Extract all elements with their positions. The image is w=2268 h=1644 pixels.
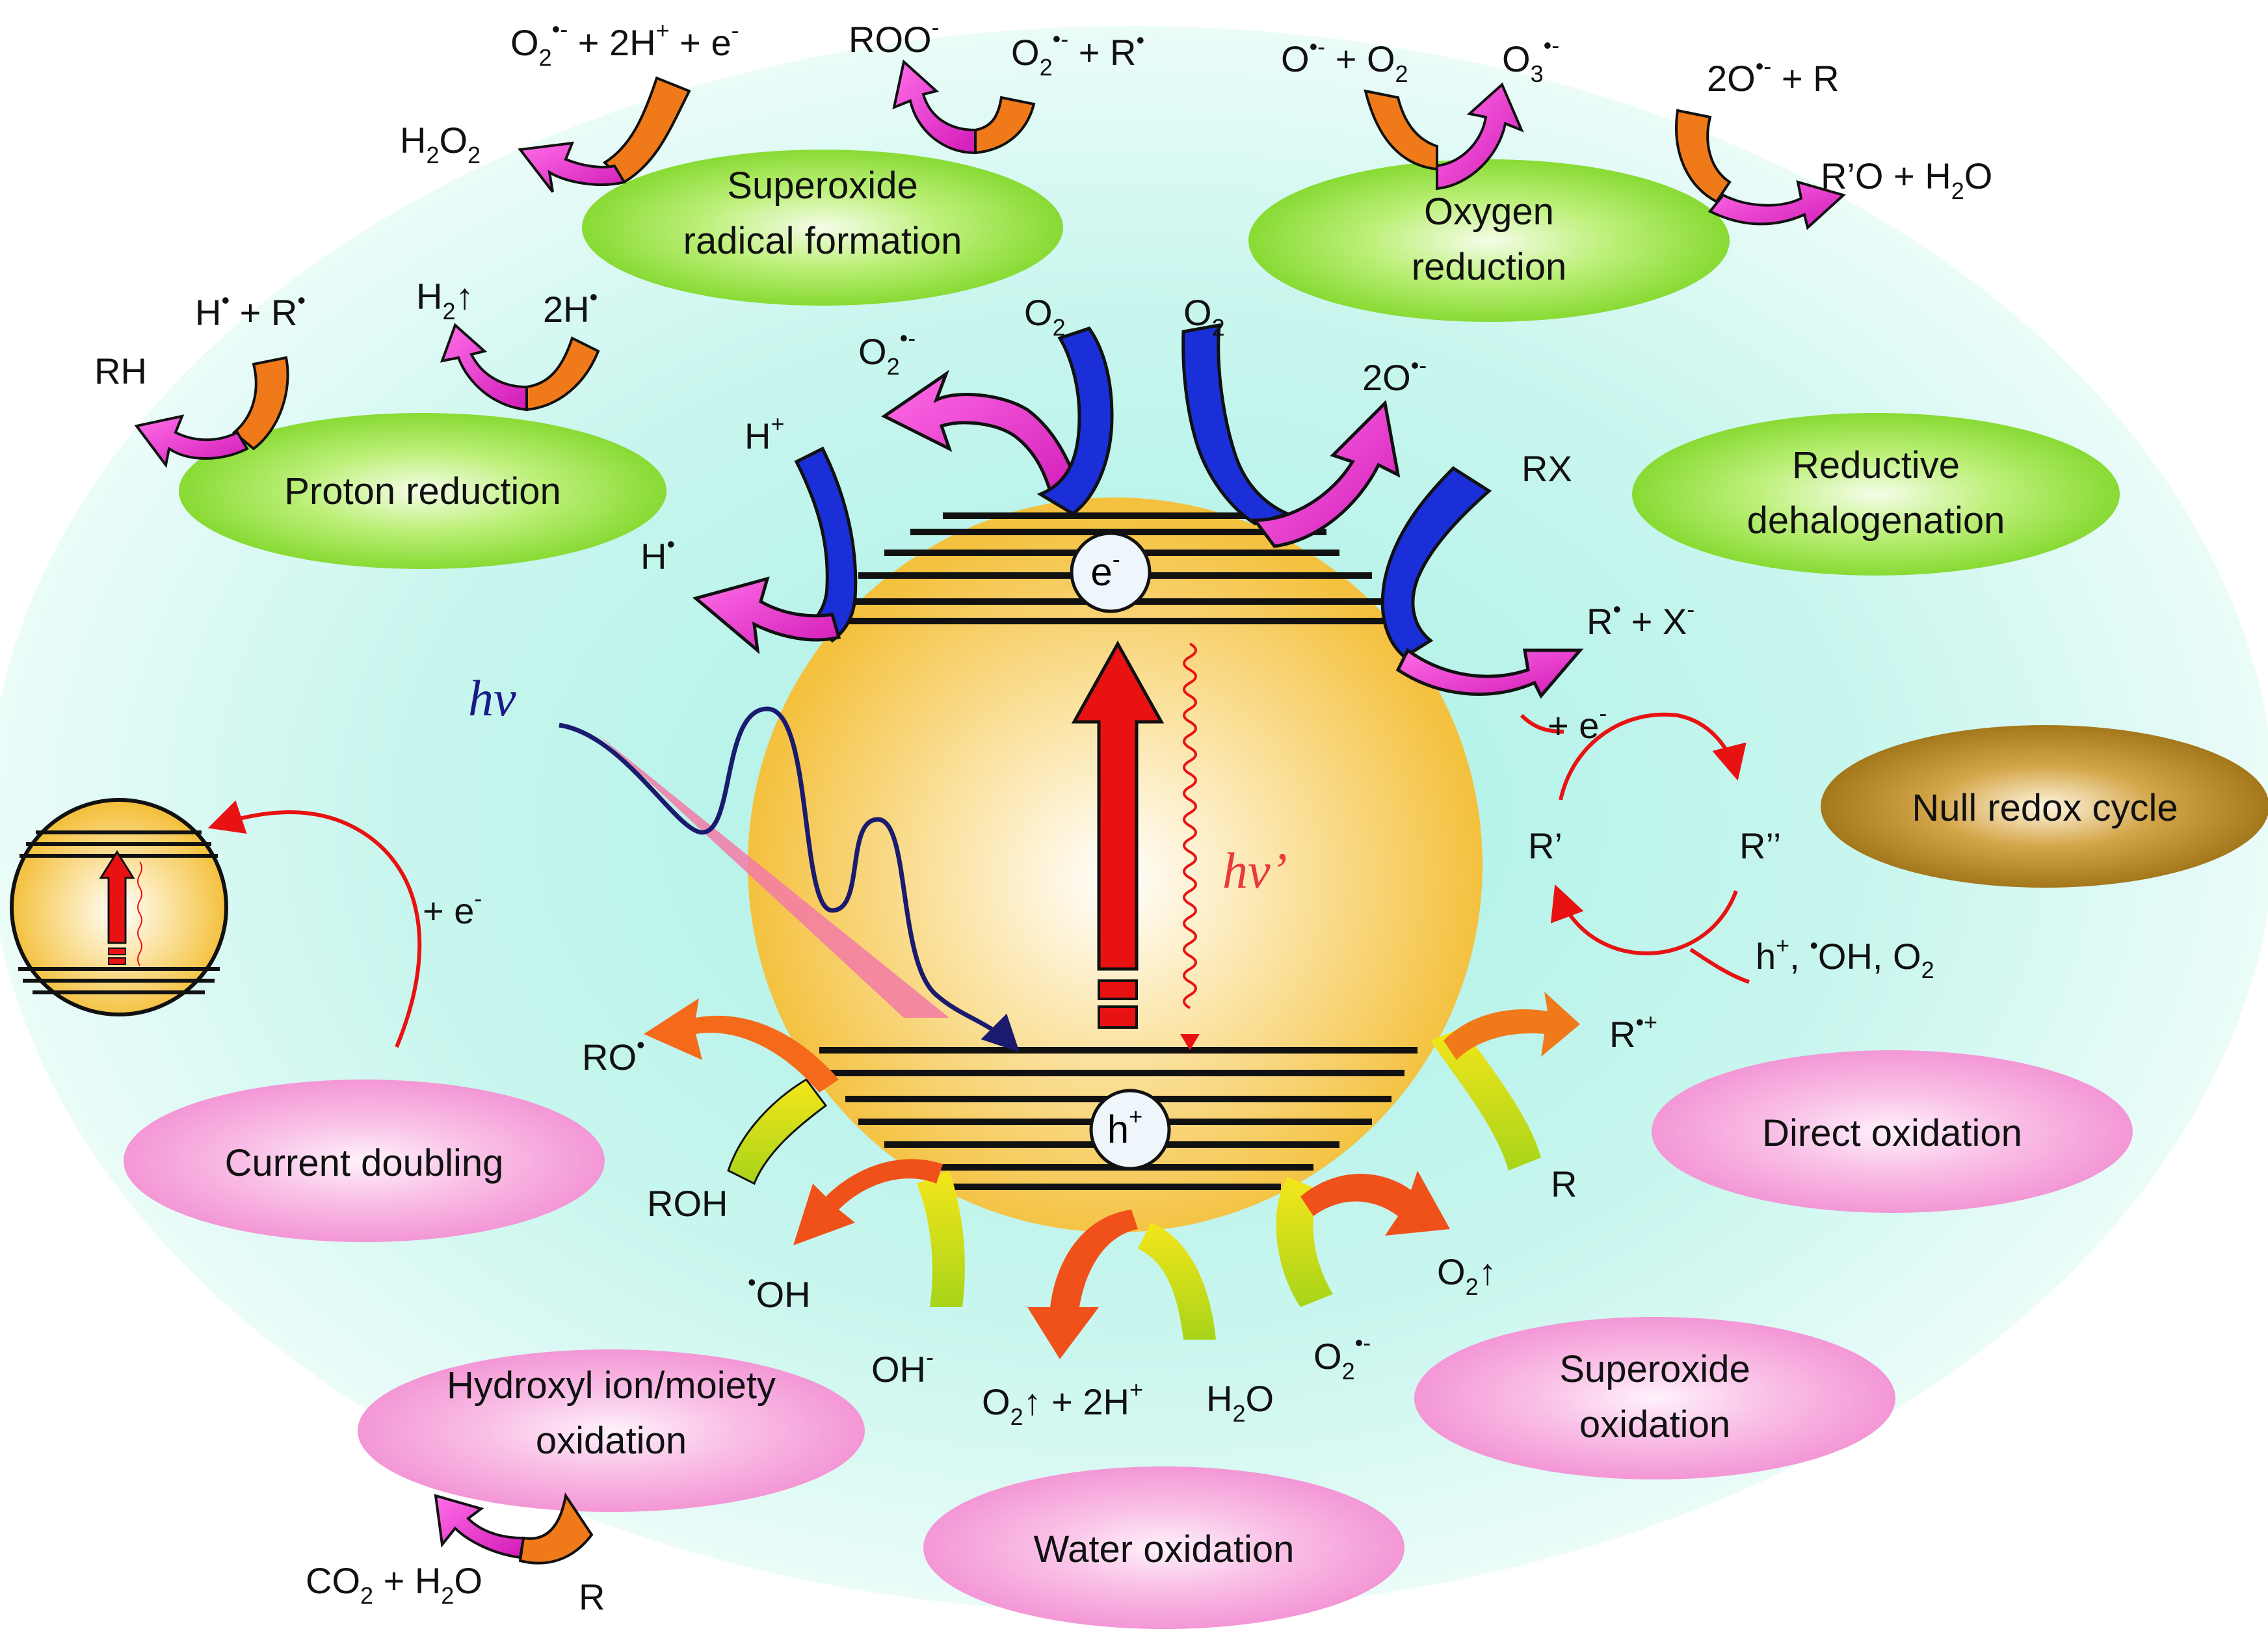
label-r-prime: R’ [1528, 825, 1563, 866]
arrow-peroxide-formation [518, 76, 691, 193]
null-redox-cycle [1520, 712, 1750, 984]
arrow-oxide-reaction [1675, 109, 1847, 230]
arrow-ozonide-formation [1364, 82, 1524, 191]
arrow-alcohol-oxidation [644, 998, 839, 1186]
svg-text:Null redox cycle: Null redox cycle [1912, 787, 2178, 829]
semiconductor-particle: e- h+ hv’ [748, 497, 1483, 1232]
label-proton: H+ [745, 410, 784, 457]
svg-text:Current doubling: Current doubling [225, 1142, 504, 1184]
svg-text:reduction: reduction [1412, 246, 1567, 288]
svg-text:Superoxide: Superoxide [727, 165, 917, 207]
label-hydrogen-radical: H• [640, 531, 675, 577]
label-ozonide: O3•- [1502, 32, 1559, 87]
svg-text:Water oxidation: Water oxidation [1034, 1528, 1295, 1571]
label-oxide-products: R’O + H2O [1821, 155, 1992, 204]
label-ozonide-reactants: O•- + O2 [1281, 33, 1408, 87]
label-r-direct: R [1551, 1163, 1577, 1204]
label-oxide-reactants: 2O•- + R [1707, 53, 1839, 99]
label-current-e: + e- [423, 885, 482, 931]
incoming-light: hv [468, 670, 1020, 1052]
arrow-peroxyl-formation [892, 59, 1036, 155]
label-o2-left: O2 [1024, 292, 1066, 341]
oval-oxygen-reduction: Oxygen reduction [1248, 159, 1730, 322]
label-superoxide-bottom: O2•- [1313, 1329, 1371, 1385]
excitation-label: hv [468, 670, 516, 726]
svg-text:oxidation: oxidation [536, 1420, 687, 1462]
label-peroxide-reactants: O2•- + 2H+ + e- [510, 16, 739, 71]
label-superoxide: O2•- [858, 325, 916, 380]
label-peroxyl-reactants: O2•- + R• [1011, 25, 1144, 81]
label-dehalogenation-products: R• + X- [1587, 596, 1694, 642]
svg-text:oxidation: oxidation [1579, 1403, 1730, 1446]
arrow-water-oxidation [1027, 1210, 1216, 1359]
oval-null-redox: Null redox cycle [1821, 725, 2268, 888]
label-oxygen-evolution: O2↑ [1437, 1251, 1497, 1300]
oval-reductive-dehalogenation: Reductive dehalogenation [1632, 413, 2120, 576]
oval-proton-reduction: Proton reduction [179, 413, 666, 569]
svg-text:Direct oxidation: Direct oxidation [1762, 1112, 2022, 1154]
label-r-hydroxyl: R [579, 1576, 605, 1617]
emission-arrowhead [1180, 1034, 1200, 1050]
svg-text:Oxygen: Oxygen [1424, 191, 1554, 233]
label-water-products: O2↑ + 2H+ [982, 1376, 1143, 1430]
arrow-dehalogenation [1380, 466, 1584, 699]
excitation-arrow [1071, 640, 1165, 1029]
arrow-mineralization [434, 1492, 594, 1565]
label-hydroxyl-radical: •OH [748, 1269, 811, 1315]
current-doubling-arrow [207, 800, 422, 1048]
label-h2o2: H2O2 [400, 120, 481, 168]
label-roo: ROO- [849, 14, 940, 60]
label-o2-right: O2 [1183, 292, 1225, 341]
arrow-superoxide-oxidation [1276, 1171, 1450, 1307]
label-null-oxidants: h+, •OH, O2 [1756, 932, 1934, 983]
arrow-hydroxide-oxidation [793, 1159, 965, 1307]
label-null-plus-e: + e- [1548, 700, 1607, 746]
arrow-direct-oxidation [1431, 992, 1580, 1171]
hole-circle [1089, 1089, 1171, 1171]
label-r-double-prime: R’’ [1739, 825, 1781, 866]
svg-text:Reductive: Reductive [1792, 444, 1960, 486]
arrow-hydrocarbon-formation [134, 356, 289, 468]
arrow-o2-oxide [1181, 323, 1401, 548]
label-radical-cation: R•+ [1609, 1009, 1657, 1055]
svg-text:Hydroxyl ion/moiety: Hydroxyl ion/moiety [447, 1364, 776, 1407]
svg-text:radical formation: radical formation [683, 220, 962, 262]
label-two-oxide: 2O•- [1362, 352, 1427, 398]
oval-water-oxidation: Water oxidation [923, 1466, 1404, 1629]
oval-hydroxyl-oxidation: Hydroxyl ion/moiety oxidation [358, 1349, 865, 1512]
emission-wave [1183, 643, 1197, 1009]
label-alkoxyl: RO• [582, 1031, 645, 1078]
electron-circle [1070, 531, 1152, 613]
inset-particle [10, 798, 228, 1016]
svg-text:Superoxide: Superoxide [1559, 1348, 1750, 1390]
arrow-proton-hydrogen [692, 446, 858, 655]
svg-text:dehalogenation: dehalogenation [1747, 499, 2005, 542]
oval-superoxide-formation: Superoxide radical formation [582, 150, 1063, 306]
svg-text:Proton reduction: Proton reduction [284, 470, 561, 512]
emission-label: hv’ [1222, 842, 1287, 899]
arrow-o2-superoxide [881, 326, 1114, 516]
hole-label: h+ [1107, 1103, 1142, 1151]
label-co2-h2o: CO2 + H2O [306, 1560, 482, 1609]
oval-current-doubling: Current doubling [124, 1080, 605, 1242]
oval-direct-oxidation: Direct oxidation [1652, 1050, 2133, 1213]
label-rh: RH [94, 351, 147, 391]
label-two-hydrogen: 2H• [543, 284, 598, 330]
label-h2: H2↑ [416, 276, 473, 325]
label-roh: ROH [647, 1183, 728, 1224]
arrow-hydrogen-evolution [440, 323, 600, 412]
label-hydrocarbon-reactants: H• + R• [195, 287, 306, 333]
label-hydroxide: OH- [871, 1344, 934, 1390]
label-water: H2O [1206, 1378, 1274, 1427]
oval-superoxide-oxidation: Superoxide oxidation [1414, 1317, 1895, 1479]
electron-label: e- [1090, 546, 1120, 594]
label-rx: RX [1522, 448, 1572, 489]
